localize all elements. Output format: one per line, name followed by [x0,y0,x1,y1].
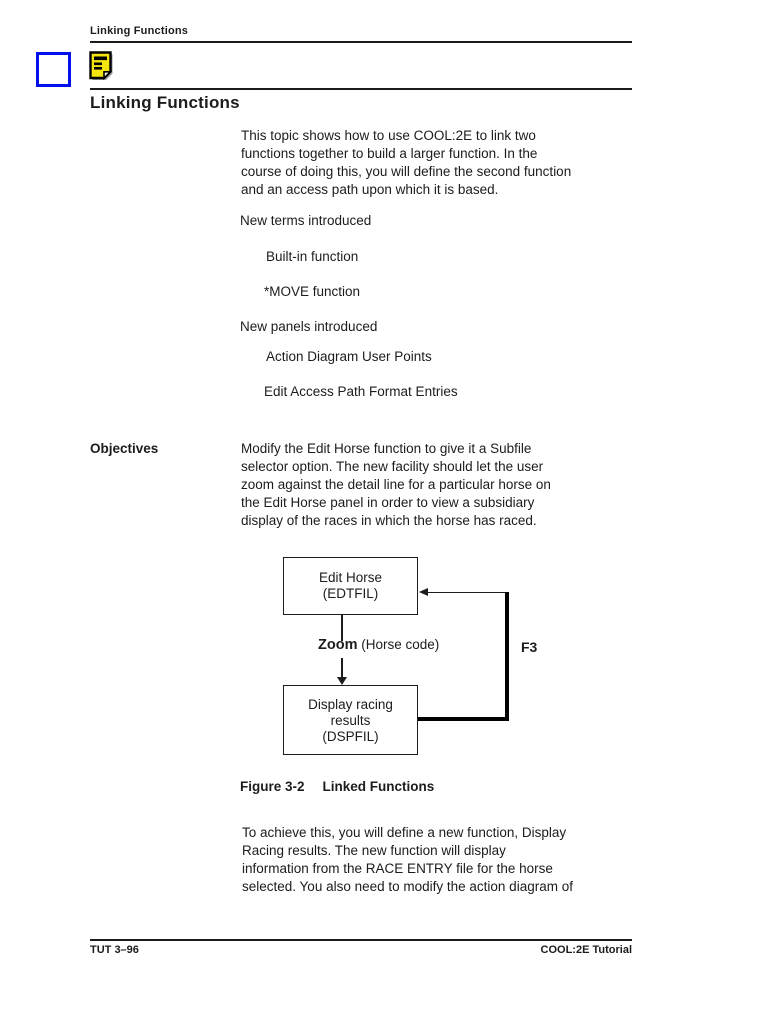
running-header-rule [90,41,632,43]
terms-heading: New terms introduced [240,213,372,228]
footer-doc-title: COOL:2E Tutorial [540,944,632,956]
panels-heading: New panels introduced [240,319,378,334]
f3-key-label: F3 [521,639,538,655]
figure-caption-number: Figure 3-2 [240,779,305,794]
box-label: Edit Horse [318,570,383,585]
zoom-label-rest: (Horse code) [357,637,440,652]
note-icon [88,51,116,82]
box-label: Display racing [308,697,393,712]
panel-item: Edit Access Path Format Entries [264,384,458,399]
box-label: (DSPFIL) [322,729,379,744]
loop-line-top [427,591,508,593]
paragraph-line: functions together to build a larger fun… [241,146,538,161]
objectives-label: Objectives [90,441,159,456]
term-item: *MOVE function [264,284,361,299]
diagram-box-edit-horse: Edit Horse (EDTFIL) [283,557,418,615]
box-label: (EDTFIL) [322,586,379,601]
paragraph-line: zoom against the detail line for a parti… [241,477,551,492]
left-arrowhead-icon [419,588,428,596]
paragraph-line: selector option. The new facility should… [241,459,544,474]
paragraph-line: and an access path upon which it is base… [241,182,499,197]
loop-line-bottom [418,717,509,721]
page-title: Linking Functions [90,93,240,112]
loop-line-right [505,591,509,721]
zoom-arrow-label: Zoom (Horse code) [318,636,439,654]
paragraph-line: the Edit Horse panel in order to view a … [241,495,535,510]
paragraph-line: selected. You also need to modify the ac… [242,879,573,894]
panel-item: Action Diagram User Points [266,349,432,364]
blue-square-icon [36,52,71,87]
down-arrowhead-icon [336,677,347,685]
footer-page-number: TUT 3–96 [90,944,139,956]
figure-caption: Figure 3-2 Linked Functions [240,779,434,794]
figure-caption-text: Linked Functions [322,779,435,794]
box-label: results [330,713,371,728]
diagram-box-display-racing: Display racing results (DSPFIL) [283,685,418,755]
paragraph-line: Racing results. The new function will di… [242,843,506,858]
paragraph-line: To achieve this, you will define a new f… [242,825,567,840]
paragraph-line: Modify the Edit Horse function to give i… [241,441,532,456]
closing-paragraph: To achieve this, you will define a new f… [242,824,573,896]
connector-line [341,614,343,641]
running-header: Linking Functions [90,25,189,37]
footer-rule [90,939,632,941]
title-rule [90,88,632,90]
objectives-paragraph: Modify the Edit Horse function to give i… [241,440,551,530]
paragraph-line: information from the RACE ENTRY file for… [242,861,553,876]
paragraph-line: course of doing this, you will define th… [241,164,572,179]
paragraph-line: display of the races in which the horse … [241,513,537,528]
intro-paragraph: This topic shows how to use COOL:2E to l… [241,127,571,199]
connector-line [341,658,343,678]
paragraph-line: This topic shows how to use COOL:2E to l… [241,128,536,143]
zoom-label-bold: Zoom [318,637,358,653]
term-item: Built-in function [266,249,359,264]
